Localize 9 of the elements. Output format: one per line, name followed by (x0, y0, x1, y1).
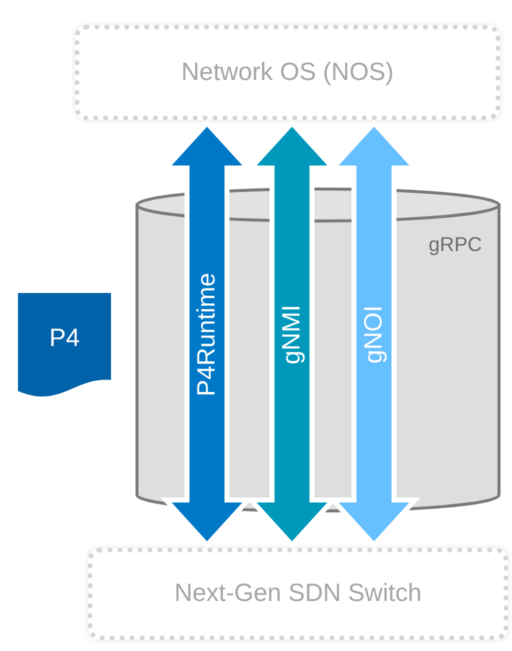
dotted-box (75, 25, 500, 120)
node-label: P4 (49, 323, 80, 354)
dotted-box (88, 548, 508, 640)
edge-label: gNOI (362, 304, 386, 364)
node-label: Network OS (NOS) (181, 56, 394, 88)
edge-label: gNMI (280, 304, 304, 364)
node-label: Next-Gen SDN Switch (174, 578, 422, 610)
edge-label: P4Runtime (194, 272, 220, 396)
node-label: gRPC (428, 233, 482, 258)
